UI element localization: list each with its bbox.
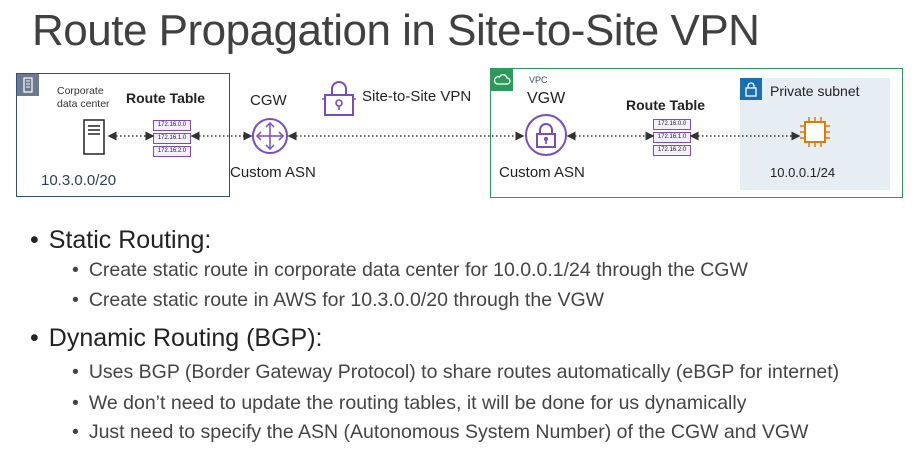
list-item: •Create static route in corporate data c… xyxy=(72,259,748,281)
lock-icon xyxy=(740,78,762,100)
list-item: •Create static route in AWS for 10.3.0.0… xyxy=(72,289,605,311)
route-entry: 172.16.0.0 xyxy=(653,119,691,130)
vgw-asn-label: Custom ASN xyxy=(499,164,585,181)
list-item: •Just need to specify the ASN (Autonomou… xyxy=(72,421,809,443)
dynamic-routing-heading: •Dynamic Routing (BGP): xyxy=(30,324,323,352)
cloud-icon xyxy=(491,69,513,91)
list-item: •We don’t need to update the routing tab… xyxy=(72,392,747,414)
vpc-label: VPC xyxy=(529,75,548,85)
page-title: Route Propagation in Site-to-Site VPN xyxy=(32,6,760,55)
virtual-gateway-icon xyxy=(524,113,568,162)
building-icon xyxy=(17,74,39,96)
cgw-asn-label: Custom ASN xyxy=(230,164,316,181)
subnet-label: Private subnet xyxy=(770,83,860,99)
static-routing-heading: •Static Routing: xyxy=(30,226,212,254)
subnet-cidr: 10.0.0.1/24 xyxy=(770,165,836,180)
ec2-chip-icon xyxy=(799,116,831,153)
vpn-lock-icon xyxy=(322,79,356,122)
route-entry: 172.16.2.0 xyxy=(653,145,691,156)
vpn-diagram: Corporate data center 10.3.0.0/20 Route … xyxy=(0,0,919,210)
route-entry: 172.16.0.0 xyxy=(153,120,191,131)
datacenter-cidr: 10.3.0.0/20 xyxy=(41,172,117,189)
datacenter-route-table-label: Route Table xyxy=(126,90,206,106)
datacenter-label: Corporate data center xyxy=(57,85,110,110)
customer-gateway-icon xyxy=(251,117,289,160)
vpc-route-table-label: Route Table xyxy=(626,97,706,113)
server-icon xyxy=(83,119,105,160)
route-entry: 172.16.2.0 xyxy=(153,146,191,157)
cgw-label: CGW xyxy=(250,92,287,109)
list-item: •Uses BGP (Border Gateway Protocol) to s… xyxy=(72,361,840,383)
vpn-label: Site-to-Site VPN xyxy=(362,88,472,105)
vgw-label: VGW xyxy=(527,90,566,107)
connection-lines xyxy=(107,131,801,141)
